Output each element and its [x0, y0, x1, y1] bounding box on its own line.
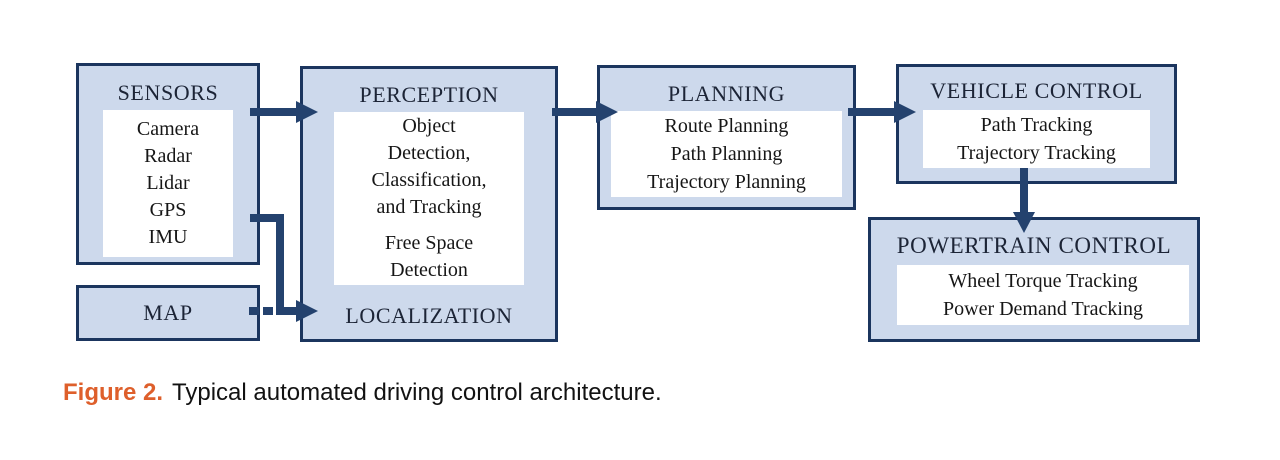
sensor-item: Lidar: [146, 172, 190, 194]
figure-caption-text: Typical automated driving control archit…: [172, 379, 662, 406]
arrowhead-right-icon: [596, 101, 618, 123]
arrow-stem: [848, 108, 896, 116]
planning-item: Trajectory Planning: [647, 171, 806, 193]
sensor-item: IMU: [148, 226, 188, 248]
sensors-list-panel: Camera Radar Lidar GPS IMU: [103, 110, 233, 257]
arrowhead-down-icon: [1013, 212, 1035, 233]
sensor-item: Camera: [136, 118, 200, 140]
powertrain-control-block: POWERTRAIN CONTROL Wheel Torque Tracking…: [868, 217, 1200, 342]
perception-freespace-line: Free Space: [384, 232, 474, 254]
powertrain-control-panel: Wheel Torque Tracking Power Demand Track…: [897, 265, 1189, 325]
powertrain-control-item: Power Demand Tracking: [943, 298, 1143, 320]
planning-item: Path Planning: [670, 143, 783, 165]
map-title: MAP: [143, 300, 193, 325]
powertrain-control-item: Wheel Torque Tracking: [948, 270, 1138, 292]
spacer: [334, 221, 524, 230]
arrow-stem: [250, 108, 298, 116]
arrow-dash: [263, 307, 273, 315]
vehicle-control-panel: Path Tracking Trajectory Tracking: [923, 110, 1150, 168]
perception-object-line: Object: [402, 115, 456, 137]
planning-panel: Route Planning Path Planning Trajectory …: [611, 111, 842, 197]
sensors-block: SENSORS Camera Radar Lidar GPS IMU: [76, 63, 260, 265]
perception-object-line: Classification,: [371, 169, 487, 191]
arrowhead-right-icon: [296, 101, 318, 123]
planning-item: Route Planning: [664, 115, 789, 137]
perception-title: PERCEPTION: [359, 82, 499, 107]
figure-caption: Figure 2. Typical automated driving contr…: [63, 378, 662, 408]
vehicle-control-item: Path Tracking: [980, 114, 1093, 136]
perception-panel: Object Detection, Classification, and Tr…: [334, 112, 524, 285]
perception-object-line: and Tracking: [376, 196, 482, 218]
sensor-item: GPS: [149, 199, 187, 221]
perception-block: PERCEPTION Object Detection, Classificat…: [300, 66, 558, 342]
arrow-stem: [1020, 168, 1028, 214]
localization-title: LOCALIZATION: [345, 303, 513, 328]
map-block: MAP: [76, 285, 260, 341]
vehicle-control-title: VEHICLE CONTROL: [930, 78, 1143, 103]
arrow-stem: [250, 214, 284, 222]
vehicle-control-block: VEHICLE CONTROL Path Tracking Trajectory…: [896, 64, 1177, 184]
planning-block: PLANNING Route Planning Path Planning Tr…: [597, 65, 856, 210]
arrow-stem: [276, 307, 298, 315]
vehicle-control-item: Trajectory Tracking: [957, 142, 1116, 164]
powertrain-control-title: POWERTRAIN CONTROL: [896, 233, 1172, 258]
perception-object-line: Detection,: [387, 142, 471, 164]
perception-freespace-line: Detection: [390, 259, 468, 281]
sensor-item: Radar: [144, 145, 192, 167]
arrow-dash: [249, 307, 259, 315]
sensors-title: SENSORS: [117, 80, 219, 105]
arrow-stem: [276, 214, 284, 315]
planning-title: PLANNING: [667, 81, 786, 106]
arrowhead-right-icon: [296, 300, 318, 322]
arrowhead-right-icon: [894, 101, 916, 123]
figure-caption-label: Figure 2.: [63, 379, 164, 406]
arrow-stem: [552, 108, 598, 116]
